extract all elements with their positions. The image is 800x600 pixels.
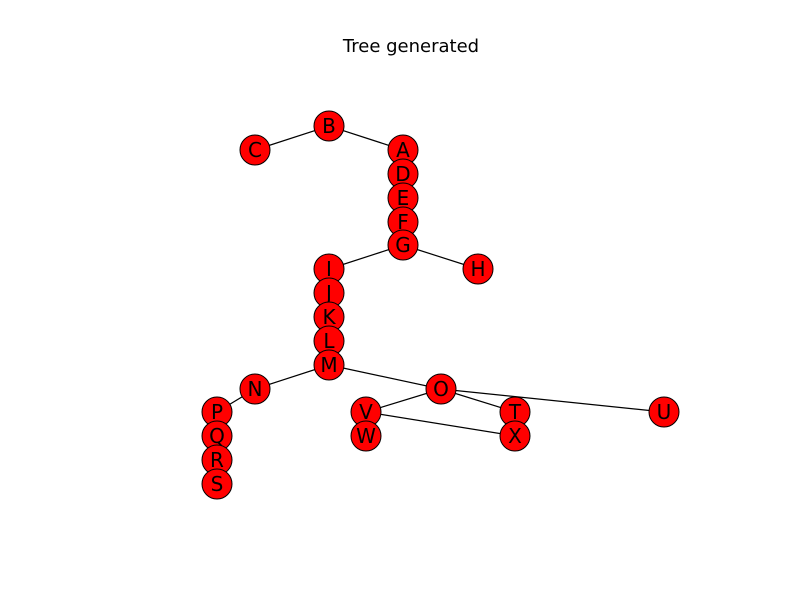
node-circle [239, 134, 271, 166]
node-label: T [508, 400, 522, 424]
node-label: D [395, 162, 410, 186]
node-label: B [322, 114, 336, 138]
node-label: P [211, 400, 223, 424]
node-L: L [313, 325, 345, 357]
node-circle [387, 229, 419, 261]
node-circle [425, 373, 457, 405]
node-label: L [323, 329, 335, 353]
node-label: O [433, 377, 449, 401]
node-F: F [387, 206, 419, 238]
node-label: Q [209, 424, 225, 448]
node-label: I [326, 257, 332, 281]
node-label: M [320, 353, 337, 377]
node-T: T [499, 396, 531, 428]
node-Q: Q [201, 420, 233, 452]
node-G: G [387, 229, 419, 261]
node-I: I [313, 253, 345, 285]
edge-V-X [365, 411, 516, 437]
node-A: A [387, 134, 419, 166]
figure-title: Tree generated [342, 36, 479, 57]
node-X: X [499, 420, 531, 452]
node-E: E [387, 182, 419, 214]
node-circle [201, 468, 233, 500]
node-circle [313, 110, 345, 142]
node-label: F [397, 210, 409, 234]
node-label: J [324, 281, 332, 305]
node-label: G [395, 233, 411, 257]
edge-M-O [328, 364, 442, 390]
node-circle [350, 420, 382, 452]
edge-layer [216, 125, 665, 484]
node-P: P [201, 396, 233, 428]
node-circle [648, 396, 680, 428]
node-circle [499, 420, 531, 452]
node-label: E [397, 186, 410, 210]
node-N: N [239, 373, 271, 405]
node-W: W [350, 420, 382, 452]
node-D: D [387, 158, 419, 190]
node-U: U [648, 396, 680, 428]
node-label: K [322, 305, 336, 329]
node-H: H [462, 253, 494, 285]
node-label: W [356, 424, 376, 448]
node-label: X [508, 424, 522, 448]
node-label: C [248, 138, 262, 162]
node-label: H [470, 257, 485, 281]
node-circle [462, 253, 494, 285]
node-label: A [396, 138, 410, 162]
node-label: N [248, 377, 263, 401]
node-label: U [657, 400, 672, 424]
node-O: O [425, 373, 457, 405]
node-B: B [313, 110, 345, 142]
node-circle [239, 373, 271, 405]
node-S: S [201, 468, 233, 500]
node-M: M [313, 349, 345, 381]
node-C: C [239, 134, 271, 166]
node-label: R [210, 448, 224, 472]
node-circle [313, 349, 345, 381]
edge-O-U [440, 388, 665, 413]
node-label: V [359, 400, 373, 424]
node-label: S [211, 472, 224, 496]
